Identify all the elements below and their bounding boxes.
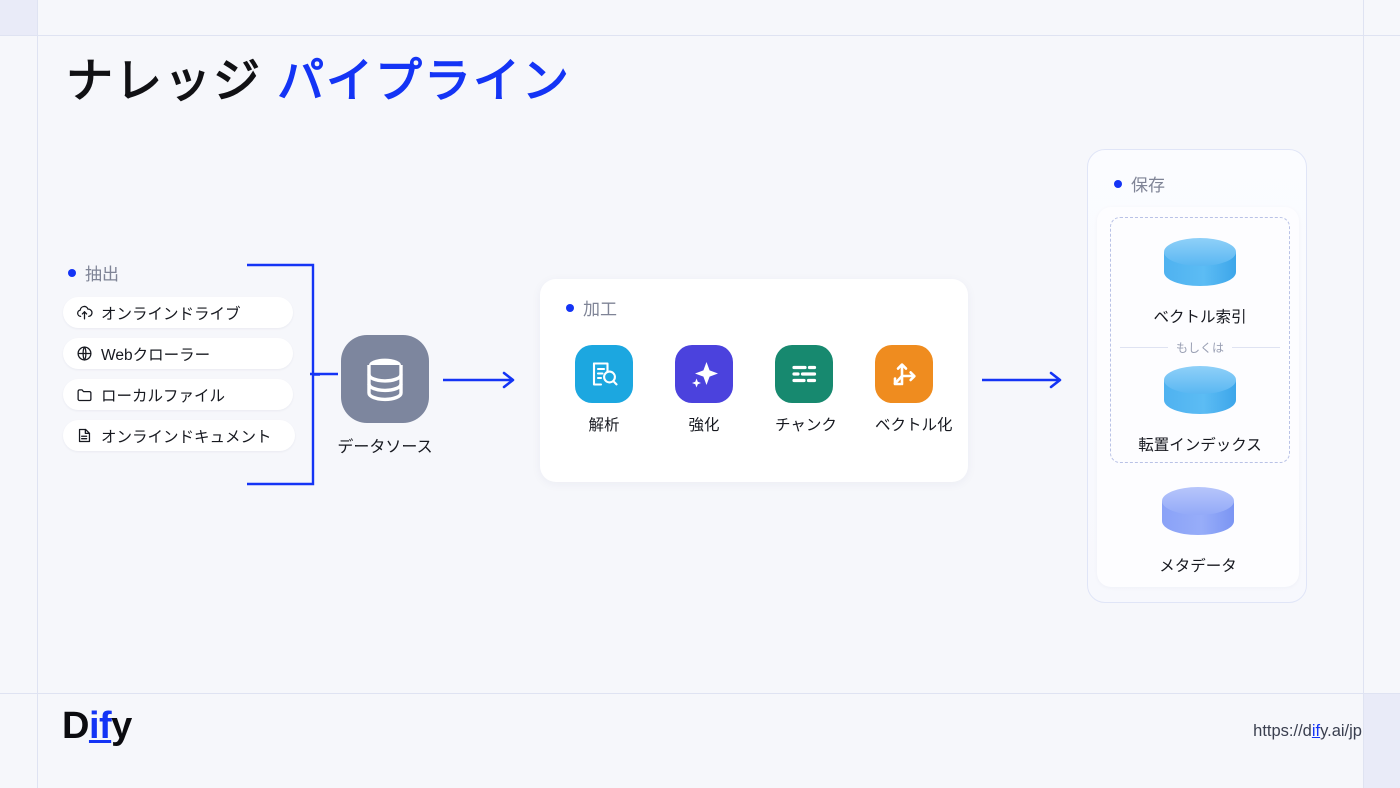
process-item-list: 解析 強化 チャン	[540, 345, 968, 435]
datasource-node[interactable]: データソース	[331, 335, 439, 457]
storage-card: 保存	[1087, 149, 1307, 603]
bullet-dot-icon	[1114, 179, 1122, 188]
footer-divider	[0, 693, 1400, 694]
extract-section: 抽出 オンラインドライブ Webクローラー	[63, 260, 295, 461]
extract-item-web-crawler[interactable]: Webクローラー	[63, 338, 293, 369]
extract-item-local-file[interactable]: ローカルファイル	[63, 379, 293, 410]
extract-item-label: ローカルファイル	[101, 387, 226, 405]
url-part-c: y.ai/jp	[1320, 722, 1362, 740]
page-title: ナレッジ パイプライン	[66, 52, 571, 111]
database-icon	[341, 335, 429, 423]
extract-item-online-drive[interactable]: オンラインドライブ	[63, 297, 293, 328]
folder-icon	[76, 386, 93, 403]
vector-arrows-icon	[875, 345, 933, 403]
process-label-text: 加工	[583, 300, 617, 319]
storage-item-vector-index[interactable]: ベクトル索引	[1111, 234, 1289, 327]
storage-or-label: もしくは	[1175, 341, 1224, 355]
guide-line-right	[1363, 0, 1364, 788]
bullet-dot-icon	[566, 303, 574, 312]
divider-line-right	[1232, 347, 1280, 348]
storage-label-text: 保存	[1131, 176, 1165, 195]
storage-item-label: メタデータ	[1159, 558, 1237, 575]
storage-inner-panel: ベクトル索引 もしくは	[1097, 207, 1299, 587]
globe-icon	[76, 345, 93, 362]
bullet-dot-icon	[68, 268, 76, 277]
cylinder-icon	[1159, 366, 1241, 424]
footer-url[interactable]: https://dify.ai/jp	[1253, 722, 1362, 741]
cylinder-icon	[1159, 238, 1241, 296]
page-title-primary: ナレッジ	[66, 54, 278, 107]
process-item-label: 強化	[688, 417, 720, 434]
page-title-accent: パイプライン	[277, 54, 572, 107]
process-item-label: ベクトル化	[875, 417, 953, 434]
extract-item-label: Webクローラー	[101, 346, 211, 364]
extract-item-label: オンラインドライブ	[101, 305, 241, 323]
process-item-label: 解析	[588, 417, 620, 434]
chunk-lines-icon	[775, 345, 833, 403]
logo-part-a: D	[62, 705, 89, 747]
process-card: 加工 解析	[540, 279, 968, 482]
guide-line-left	[37, 0, 38, 788]
extract-label-text: 抽出	[85, 265, 119, 284]
extract-item-online-document[interactable]: オンラインドキュメント	[63, 420, 295, 451]
document-search-icon	[575, 345, 633, 403]
process-item-chunk[interactable]: チャンク	[775, 345, 837, 435]
process-item-label: チャンク	[775, 417, 837, 434]
datasource-label: データソース	[337, 439, 433, 456]
divider-line-left	[1119, 347, 1168, 348]
process-item-vectorize[interactable]: ベクトル化	[875, 345, 953, 435]
arrow-process-to-storage	[982, 371, 1062, 389]
extract-item-label: オンラインドキュメント	[101, 428, 272, 446]
storage-item-label: ベクトル索引	[1153, 309, 1247, 326]
storage-section-label: 保存	[1114, 171, 1165, 196]
process-section-label: 加工	[566, 295, 617, 320]
cloud-upload-icon	[76, 304, 93, 321]
storage-item-metadata[interactable]: メタデータ	[1097, 483, 1299, 576]
url-part-b: if	[1311, 722, 1321, 740]
arrow-datasource-to-process	[443, 371, 515, 389]
cylinder-icon	[1157, 487, 1239, 545]
extract-bracket-connector	[247, 263, 320, 486]
connector-line-to-datasource	[310, 372, 338, 376]
storage-item-inverted-index[interactable]: 転置インデックス	[1111, 362, 1289, 455]
url-part-a: https://d	[1253, 722, 1312, 740]
dify-logo: Dify	[62, 705, 132, 748]
sparkle-icon	[675, 345, 733, 403]
extract-section-label: 抽出	[68, 260, 295, 285]
process-item-parse[interactable]: 解析	[575, 345, 633, 435]
document-icon	[76, 427, 93, 444]
process-item-enhance[interactable]: 強化	[675, 345, 733, 435]
logo-part-b: if	[88, 705, 112, 747]
corner-tint-top-left	[0, 0, 37, 35]
corner-tint-bottom-right	[1364, 694, 1400, 788]
logo-part-c: y	[111, 705, 132, 747]
storage-or-divider: もしくは	[1111, 339, 1289, 356]
guide-line-top	[0, 35, 1400, 36]
storage-item-label: 転置インデックス	[1138, 437, 1262, 454]
storage-index-group: ベクトル索引 もしくは	[1110, 217, 1290, 463]
